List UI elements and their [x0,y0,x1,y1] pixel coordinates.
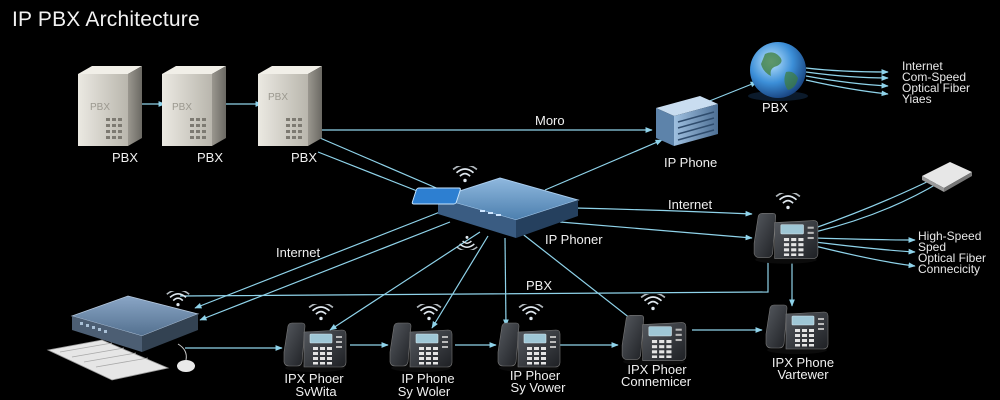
router-callout-line-1: High-Speed [918,229,982,243]
wifi-icon [166,291,190,307]
globe-callout-line-4: Yiaes [902,92,932,106]
wifi-icon [456,235,478,250]
phone-4-label-line-2: Connemicer [620,374,692,389]
hub-label: IP Phoner [545,232,603,247]
ip-phone-5[interactable] [765,304,829,354]
phone-3-label-line-1: IP Phoer [509,368,561,383]
link-hub-phone1 [329,231,481,331]
phone-5-label-line-2: Vartewer [777,367,829,382]
phone-1-label-line-2: SvWita [295,384,337,399]
router-fan-3 [814,237,916,243]
router-icon[interactable] [922,162,972,192]
link-hub-phone4 [519,231,641,327]
phone-2-label-line-1: IP Phone [401,371,455,386]
link-hub-building [544,139,663,191]
phone-5-label-line-1: IPX Phone [771,355,835,370]
building-icon[interactable] [656,96,718,146]
wifi-icon [775,193,801,210]
router-callout-line-3: Optical Fiber [918,251,987,265]
phone-4-label-line-1: IPX Phoer [627,362,687,377]
link-server3-hub-a [319,137,449,194]
router-callout-line-4: Connecicity [918,262,981,276]
link-hub-appliance-a [194,211,441,309]
building-label: IP Phone [664,155,718,170]
phone-3-label-line-2: Sy Vower [510,380,566,395]
router-callout-line-2: Sped [918,240,947,254]
globe-callout-line-2: Com-Speed [902,70,967,84]
router-fan-2 [814,181,941,233]
link-hub-phone-right-2 [559,221,753,241]
globe-fan-2 [805,71,889,81]
wifi-icon [452,166,478,183]
globe-fan-3 [805,75,889,89]
ip-phone-2[interactable] [389,322,453,372]
wifi-icon [518,304,544,321]
globe-callout-line-3: Optical Fiber [902,81,971,95]
ip-phone-4[interactable] [621,314,687,366]
link-hub-phone3 [503,237,509,327]
server-1-label: PBX [111,150,139,165]
link-pbx-line [179,262,769,297]
wifi-icon [308,304,334,321]
ip-phone-right[interactable] [753,212,819,264]
server-face-text: PBX [90,102,110,113]
router-fan-5 [814,245,916,269]
server-appliance-icon[interactable] [70,295,200,352]
pbx-server-3[interactable]: PBX [258,66,322,146]
keyboard-icon[interactable] [46,339,170,381]
link-building-globe [701,81,758,105]
link-label-moro: Moro [535,113,565,128]
phone-1-label-line-1: IPX Phoer [284,371,344,386]
network-hub-icon[interactable] [411,177,580,238]
link-label-pbx: PBX [526,278,553,293]
globe-callout-line-1: Internet [902,59,943,73]
link-label-internet-right: Internet [668,197,713,212]
link-hub-phone-right [574,207,753,217]
ip-phone-1[interactable] [283,322,347,372]
phone-2-label-line-2: Sy Woler [397,384,451,399]
wifi-icon [416,304,442,321]
mouse-icon[interactable] [177,343,195,372]
page-title: IP PBX Architecture [12,8,200,31]
globe-fan-1 [805,67,889,75]
router-fan-1 [814,177,936,229]
globe-icon[interactable] [748,42,808,101]
link-label-internet-left: Internet [276,245,321,260]
server-3-label: PBX [290,150,318,165]
wifi-icon [640,294,666,311]
ip-phone-3[interactable] [497,322,561,372]
links [112,67,941,351]
server-face-text: PBX [172,102,192,113]
link-hub-phone2 [431,235,489,329]
pbx-server-2[interactable]: PBX [162,66,226,146]
server-face-text: PBX [268,92,288,103]
pbx-server-1[interactable]: PBX [78,66,142,146]
link-hub-appliance-b [199,221,451,321]
globe-label: PBX [762,100,789,115]
globe-fan-4 [805,79,889,97]
router-fan-4 [814,241,916,255]
server-2-label: PBX [196,150,224,165]
